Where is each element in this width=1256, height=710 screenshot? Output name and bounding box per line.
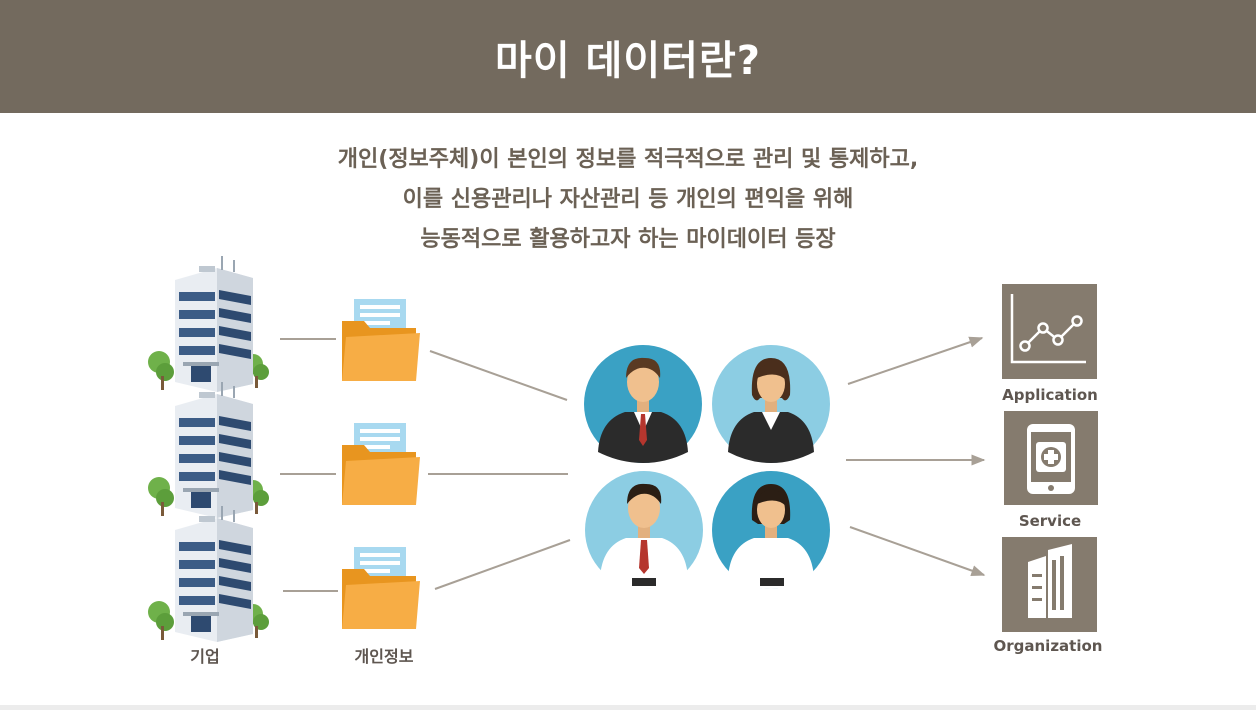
- company-label: 기업: [190, 647, 220, 666]
- header-bar: 마이 데이터란?: [0, 0, 1256, 113]
- building-icon: [1028, 544, 1072, 618]
- service-tile: [1004, 411, 1098, 505]
- personal-info-folder-2: [342, 423, 420, 505]
- chart-line-icon: [1010, 294, 1086, 364]
- intro-line-3: 능동적으로 활용하고자 하는 마이데이터 등장: [420, 227, 836, 252]
- connector-arrow: [849, 526, 986, 577]
- personal-info-label: 개인정보: [354, 647, 414, 666]
- company-building-2: [148, 382, 269, 518]
- connector-line: [429, 350, 568, 401]
- company-building-3: [148, 506, 269, 642]
- intro-line-1: 개인(정보주체)이 본인의 정보를 적극적으로 관리 및 통제하고,: [337, 147, 919, 172]
- service-label: Service: [1018, 512, 1082, 530]
- intro-text: 개인(정보주체)이 본인의 정보를 적극적으로 관리 및 통제하고, 이를 신용…: [0, 140, 1256, 260]
- company-building-1: [148, 256, 269, 392]
- person-avatar-1: [584, 345, 702, 463]
- person-avatar-4: [712, 471, 830, 589]
- personal-info-folder-3: [342, 547, 420, 629]
- connector-line: [434, 539, 571, 590]
- connector-arrow: [847, 336, 984, 385]
- organization-tile: [1002, 537, 1097, 632]
- person-avatar-2: [712, 345, 830, 463]
- personal-info-folder-1: [342, 299, 420, 381]
- intro-line-2: 이를 신용관리나 자산관리 등 개인의 편익을 위해: [402, 187, 854, 212]
- organization-label: Organization: [993, 637, 1103, 655]
- application-label: Application: [1002, 386, 1098, 404]
- application-tile: [1002, 284, 1097, 379]
- page-title: 마이 데이터란?: [495, 37, 761, 84]
- mobile-plus-icon: [1027, 424, 1075, 494]
- person-avatar-3: [585, 471, 703, 589]
- footer-divider: [0, 705, 1256, 710]
